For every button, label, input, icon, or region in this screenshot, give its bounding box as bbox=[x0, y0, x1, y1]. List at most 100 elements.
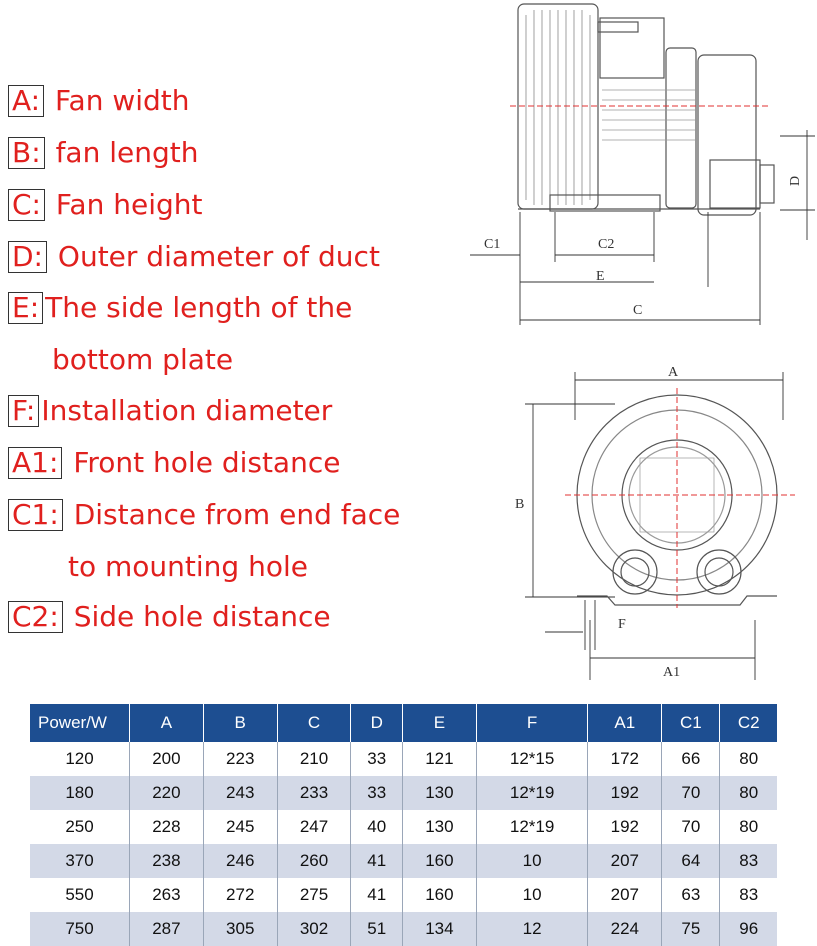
legend-text: fan length bbox=[55, 136, 199, 169]
table-cell: 220 bbox=[129, 776, 204, 810]
table-header-row: Power/W A B C D E F A1 C1 C2 bbox=[30, 704, 777, 742]
table-cell: 10 bbox=[476, 844, 589, 878]
table-cell: 247 bbox=[277, 810, 352, 844]
table-cell: 550 bbox=[30, 878, 130, 912]
legend-text: Front hole distance bbox=[73, 446, 341, 479]
table-cell: 130 bbox=[402, 810, 477, 844]
table-cell: 12*19 bbox=[476, 810, 589, 844]
dim-label-a: A bbox=[668, 365, 679, 380]
table-cell: 275 bbox=[277, 878, 352, 912]
legend-item-d: D: Outer diameter of duct bbox=[8, 240, 380, 274]
table-cell: 246 bbox=[203, 844, 278, 878]
table-cell: 272 bbox=[203, 878, 278, 912]
table-cell: 305 bbox=[203, 912, 278, 946]
table-cell: 228 bbox=[129, 810, 204, 844]
dim-label-a1: A1 bbox=[663, 665, 680, 680]
legend-key: C1: bbox=[8, 499, 63, 531]
table-cell: 200 bbox=[129, 742, 204, 776]
legend-item-c: C: Fan height bbox=[8, 188, 202, 222]
legend-text-continuation: to mounting hole bbox=[68, 550, 308, 583]
dim-label-d: D bbox=[788, 176, 803, 186]
table-cell: 33 bbox=[350, 776, 403, 810]
legend-key: A: bbox=[8, 85, 45, 117]
table-cell: 10 bbox=[476, 878, 589, 912]
legend-text: Side hole distance bbox=[73, 600, 331, 633]
column-header: C bbox=[277, 704, 352, 742]
legend-text: Installation diameter bbox=[41, 394, 333, 427]
table-cell: 302 bbox=[277, 912, 352, 946]
table-cell: 120 bbox=[30, 742, 130, 776]
table-cell: 96 bbox=[719, 912, 777, 946]
table-cell: 250 bbox=[30, 810, 130, 844]
table-cell: 223 bbox=[203, 742, 278, 776]
table-cell: 130 bbox=[402, 776, 477, 810]
legend-text: The side length of the bbox=[45, 291, 353, 324]
front-view-drawing: A B F A1 bbox=[515, 365, 795, 680]
table-cell: 70 bbox=[661, 776, 721, 810]
legend-text: Outer diameter of duct bbox=[57, 240, 380, 273]
table-cell: 121 bbox=[402, 742, 477, 776]
table-cell: 12 bbox=[476, 912, 589, 946]
table-cell: 51 bbox=[350, 912, 403, 946]
dim-label-c1: C1 bbox=[484, 237, 500, 252]
table-cell: 207 bbox=[587, 878, 663, 912]
table-cell: 70 bbox=[661, 810, 721, 844]
table-cell: 41 bbox=[350, 878, 403, 912]
table-cell: 160 bbox=[402, 878, 477, 912]
table-cell: 172 bbox=[587, 742, 663, 776]
table-cell: 80 bbox=[719, 776, 777, 810]
legend-text: Distance from end face bbox=[73, 498, 401, 531]
side-view-drawing: C1 C2 E C D bbox=[470, 3, 815, 325]
table-cell: 41 bbox=[350, 844, 403, 878]
legend-item-c2: C2: Side hole distance bbox=[8, 600, 331, 634]
table-cell: 192 bbox=[587, 810, 663, 844]
table-cell: 64 bbox=[661, 844, 721, 878]
table-cell: 224 bbox=[587, 912, 663, 946]
legend-text: Fan height bbox=[55, 188, 203, 221]
table-cell: 192 bbox=[587, 776, 663, 810]
legend-item-a: A: Fan width bbox=[8, 84, 190, 118]
legend-text: Fan width bbox=[55, 84, 190, 117]
dim-label-e: E bbox=[596, 269, 605, 284]
table-cell: 83 bbox=[739, 885, 759, 904]
table-cell: 233 bbox=[277, 776, 352, 810]
table-cell: 33 bbox=[350, 742, 403, 776]
table-cell: 245 bbox=[203, 810, 278, 844]
table-cell: 40 bbox=[350, 810, 403, 844]
table-cell: 75 bbox=[661, 912, 721, 946]
column-header: F bbox=[476, 704, 589, 742]
table-cell: 12*19 bbox=[476, 776, 589, 810]
table-cell: 134 bbox=[402, 912, 477, 946]
column-header: A bbox=[129, 704, 204, 742]
table-cell: 83 bbox=[719, 844, 777, 878]
legend-key: D: bbox=[8, 241, 47, 273]
column-header: C1 bbox=[661, 704, 721, 742]
legend-item-a1: A1: Front hole distance bbox=[8, 446, 340, 480]
legend-key: A1: bbox=[8, 447, 63, 479]
dim-label-b: B bbox=[515, 497, 524, 512]
table-cell: 260 bbox=[277, 844, 352, 878]
legend-item-f: F:Installation diameter bbox=[8, 394, 332, 428]
column-header: B bbox=[203, 704, 278, 742]
table-cell: 80 bbox=[739, 817, 759, 836]
column-header: D bbox=[350, 704, 403, 742]
table-cell: 210 bbox=[277, 742, 352, 776]
legend-key: B: bbox=[8, 137, 45, 169]
table-cell: 180 bbox=[30, 776, 130, 810]
dim-label-c2: C2 bbox=[598, 237, 614, 252]
table-cell: 370 bbox=[30, 844, 130, 878]
table-cell: 238 bbox=[129, 844, 204, 878]
table-cell: 207 bbox=[587, 844, 663, 878]
legend-key: C: bbox=[8, 189, 45, 221]
table-cell: 243 bbox=[203, 776, 278, 810]
column-header: Power/W bbox=[30, 704, 130, 742]
legend-key: F: bbox=[8, 395, 40, 427]
table-cell: 63 bbox=[661, 878, 721, 912]
